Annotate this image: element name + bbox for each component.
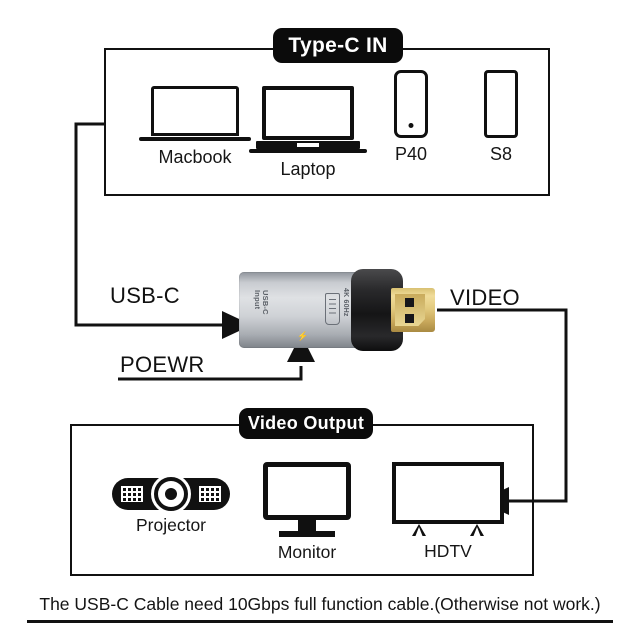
- device-macbook[interactable]: Macbook: [139, 86, 251, 166]
- poewr-flow-line: [118, 366, 303, 381]
- adapter-shell: [239, 272, 363, 348]
- device-projector[interactable]: Projector: [110, 470, 232, 535]
- flow-label-video: VIDEO: [450, 285, 520, 310]
- adapter-usbc-input-text: USB-C Input: [252, 290, 270, 315]
- monitor-icon: [263, 462, 351, 537]
- device-p40[interactable]: P40: [373, 70, 449, 163]
- device-p40-label: P40: [394, 144, 428, 164]
- device-monitor-label: Monitor: [277, 542, 337, 562]
- device-hdtv[interactable]: HDTV: [382, 462, 514, 561]
- device-laptop[interactable]: Laptop: [249, 86, 367, 179]
- device-laptop-label: Laptop: [280, 159, 336, 179]
- hdtv-icon: [392, 462, 504, 536]
- adapter-usbc-line2: Input: [252, 290, 262, 310]
- footer-caption: The USB-C Cable need 10Gbps full functio…: [39, 594, 601, 614]
- typec-in-badge: Type-C IN: [273, 28, 403, 63]
- device-hdtv-label: HDTV: [424, 541, 472, 561]
- hdmi-port-glyph-icon: [325, 293, 340, 325]
- phone-p40-icon: [394, 70, 428, 138]
- adapter-usbc-line1: USB-C: [261, 290, 270, 315]
- footer-caption-underline: [27, 620, 613, 623]
- device-s8[interactable]: S8: [463, 70, 539, 163]
- device-s8-label: S8: [489, 144, 513, 164]
- flow-label-usbc: USB-C: [110, 283, 180, 308]
- poewr-arrowhead: [287, 334, 315, 362]
- macbook-icon: [139, 86, 251, 141]
- adapter-spec-text: 4K 60Hz: [342, 288, 349, 317]
- usbc-arrowhead: [222, 311, 252, 339]
- device-macbook-label: Macbook: [158, 147, 232, 167]
- flow-label-poewr: POEWR: [120, 352, 205, 377]
- laptop-icon: [249, 86, 367, 153]
- device-projector-label: Projector: [135, 515, 207, 535]
- projector-icon: [112, 470, 230, 514]
- video-output-badge: Video Output: [239, 408, 373, 439]
- usbc-flow-line: [74, 122, 232, 327]
- power-bolt-icon: ⚡: [297, 331, 309, 341]
- usb-c-to-hdmi-adapter[interactable]: USB-C Input 4K 60Hz ⚡: [239, 268, 435, 352]
- phone-s8-icon: [484, 70, 518, 138]
- device-monitor[interactable]: Monitor: [252, 462, 362, 562]
- hdmi-male-connector: [391, 288, 435, 332]
